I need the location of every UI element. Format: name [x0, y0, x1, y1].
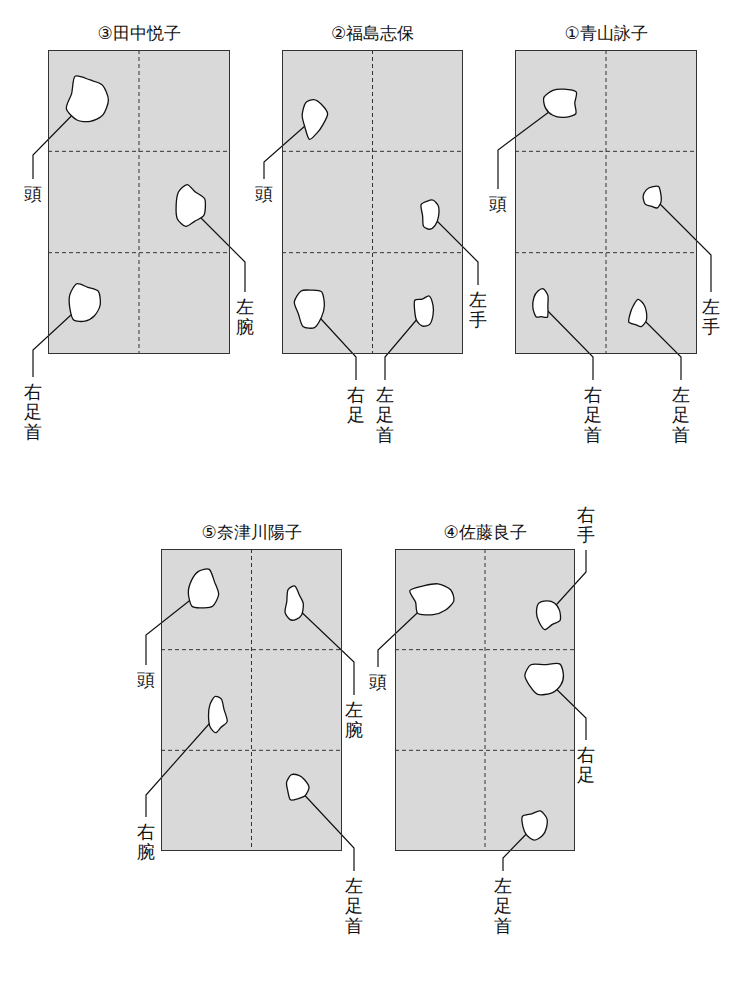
grid-line	[161, 649, 342, 650]
stone-shape	[522, 811, 547, 840]
stone-shape	[69, 284, 100, 322]
body-part-label: 右足首	[584, 385, 602, 444]
stone-shape	[421, 200, 439, 229]
body-part-label: 左手	[469, 290, 487, 330]
grid-line	[251, 549, 252, 851]
grid-line	[395, 750, 575, 751]
grid-line	[282, 252, 463, 253]
grid-line	[48, 151, 230, 152]
body-part-label: 頭	[489, 194, 507, 214]
panel-box: ⑤奈津川陽子	[161, 549, 342, 851]
panel-title: ③田中悦子	[29, 23, 249, 43]
body-part-label: 右足	[347, 385, 365, 425]
panel-title: ④佐藤良子	[376, 522, 594, 542]
body-part-label: 左手	[702, 297, 720, 337]
stone-shapes	[66, 76, 661, 840]
leader-line	[294, 605, 354, 695]
body-part-label: 右腕	[137, 822, 155, 862]
panel-ground	[48, 50, 230, 354]
panel-title: ②福島志保	[263, 23, 482, 43]
grid-line	[395, 649, 575, 650]
grid-line	[372, 50, 373, 354]
panel-box: ④佐藤良子	[395, 549, 575, 851]
panel-title: ⑤奈津川陽子	[142, 522, 361, 542]
body-part-label: 左腕	[345, 700, 363, 740]
panel-ground	[282, 50, 463, 354]
stone-shape	[209, 696, 228, 732]
leader-line	[498, 103, 561, 189]
body-part-label: 左腕	[236, 297, 254, 337]
grid-line	[515, 151, 697, 152]
grid-line	[485, 549, 486, 851]
leader-line	[297, 787, 354, 871]
body-part-label: 頭	[255, 184, 273, 204]
stone-shape	[533, 289, 548, 318]
grid-line	[48, 252, 230, 253]
panel-title: ①青山詠子	[496, 23, 716, 43]
stone-shape	[414, 296, 433, 326]
body-part-label: 左足首	[494, 876, 512, 935]
leader-line	[430, 214, 478, 285]
grid-line	[282, 151, 463, 152]
grid-line	[606, 50, 607, 354]
panel-ground	[395, 549, 575, 851]
grid-lines	[282, 50, 463, 354]
stone-shape	[410, 584, 454, 615]
stone-shape	[537, 601, 561, 630]
leader-lines	[33, 100, 711, 871]
stone-shape	[294, 290, 324, 328]
leader-line	[541, 304, 593, 380]
stone-shape	[188, 569, 218, 608]
panel-grounds	[48, 50, 697, 851]
body-part-label: 右足首	[24, 382, 42, 441]
body-part-label: 頭	[24, 184, 42, 204]
body-part-label: 右手	[577, 505, 595, 545]
stone-shape	[286, 774, 309, 800]
leader-line	[146, 715, 217, 817]
body-part-label: 左足首	[672, 385, 690, 444]
grid-lines	[515, 50, 697, 354]
panel-ground	[515, 50, 697, 354]
body-part-label: 頭	[137, 670, 155, 690]
stone-shape	[629, 299, 647, 326]
body-part-label: 左足首	[345, 876, 363, 935]
stone-shape	[643, 186, 661, 208]
body-part-label: 頭	[369, 672, 387, 692]
grid-line	[161, 750, 342, 751]
stone-shape	[525, 663, 564, 694]
panel-box: ③田中悦子	[48, 50, 230, 354]
leader-line	[653, 197, 711, 292]
grid-line	[515, 252, 697, 253]
panel-box: ②福島志保	[282, 50, 463, 354]
stone-shape	[544, 89, 577, 117]
grid-lines	[48, 50, 230, 354]
body-part-label: 右足	[577, 745, 595, 785]
stone-shape	[176, 185, 205, 227]
panel-box: ①青山詠子	[515, 50, 697, 354]
grid-lines	[395, 549, 575, 851]
stone-shape	[66, 76, 108, 122]
stone-shape	[302, 100, 327, 140]
body-part-label: 左足首	[376, 385, 394, 444]
grid-line	[139, 50, 140, 354]
stone-shape	[285, 586, 303, 620]
